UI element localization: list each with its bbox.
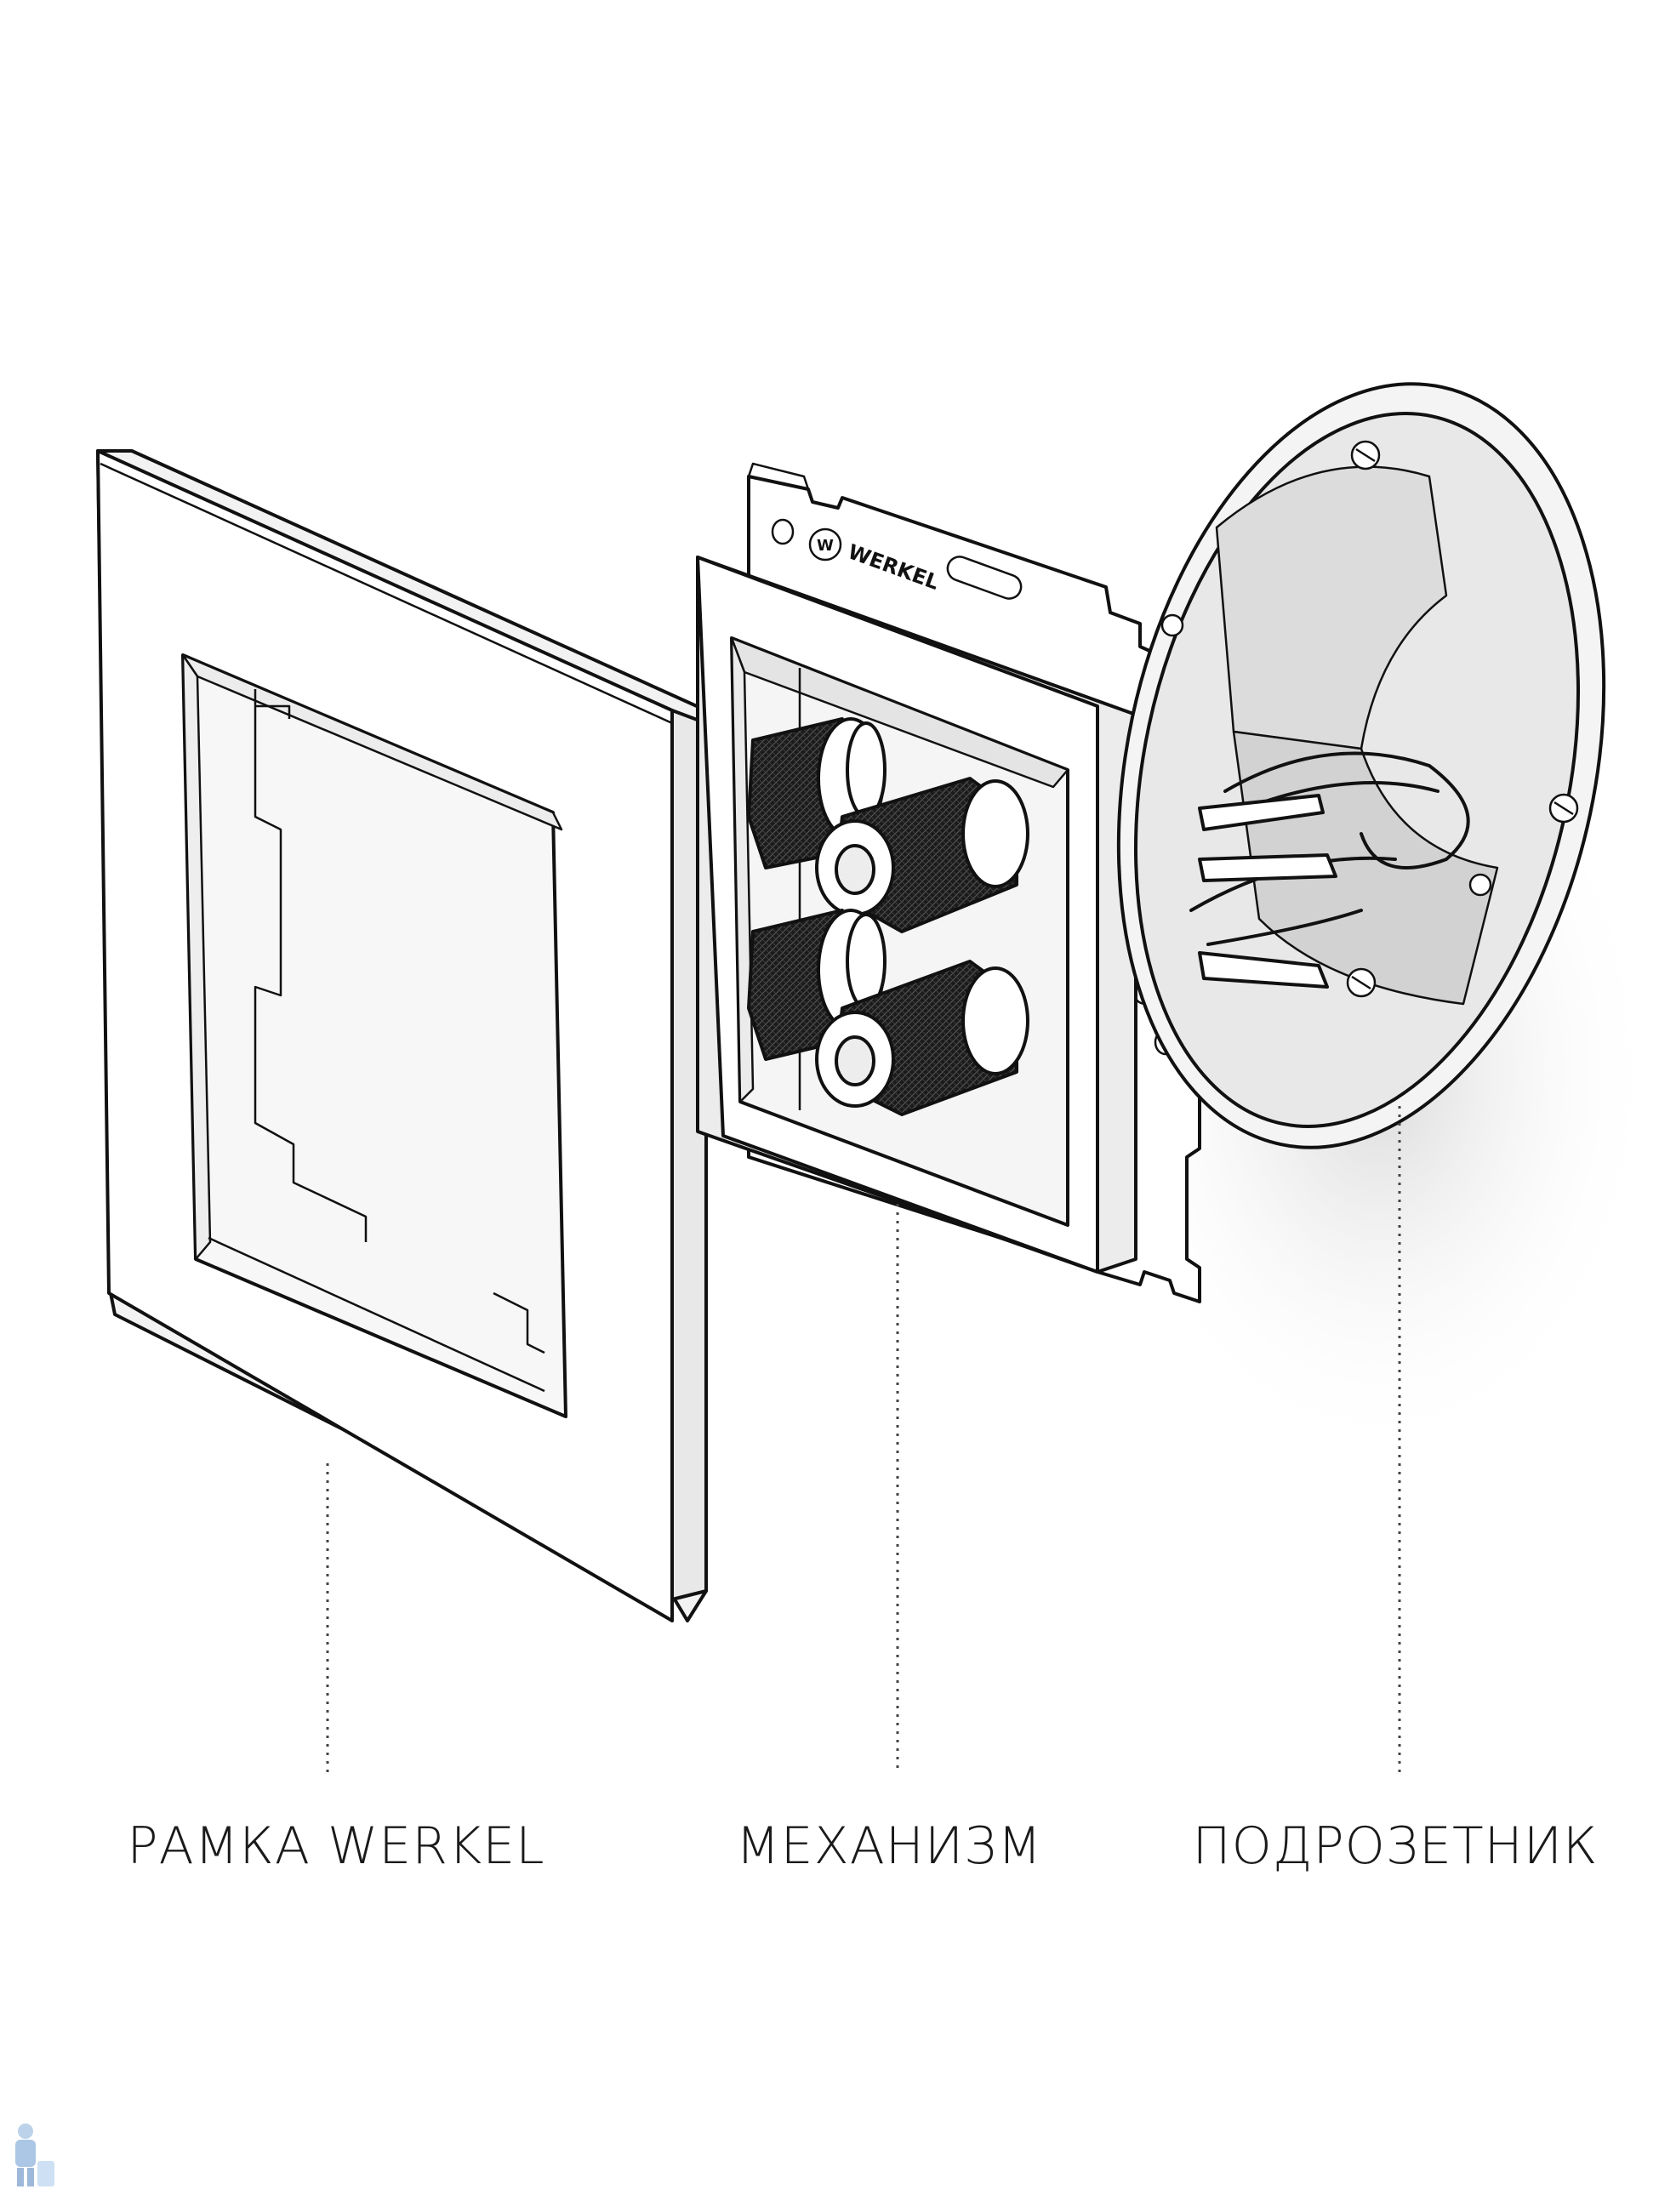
box-screw-top — [1350, 440, 1381, 470]
box-screw-right — [1548, 793, 1579, 824]
frame-part — [96, 449, 708, 1622]
terminal-bottom-right — [815, 960, 1029, 1116]
label-frame: РАМКА WERKEL — [127, 1816, 545, 1876]
mechanism-part: W WERKEL — [696, 462, 1201, 1303]
terminal-top-right — [815, 777, 1029, 933]
plumber-figure-icon — [15, 2124, 54, 2186]
box-screw-bottom — [1346, 967, 1377, 998]
label-mechanism: МЕХАНИЗМ — [735, 1816, 1043, 1876]
werkel-logo-icon — [808, 527, 842, 562]
label-box: ПОДРОЗЕТНИК — [1192, 1816, 1599, 1876]
box-part — [1116, 382, 1606, 1149]
svg-text:W: W — [817, 537, 834, 555]
